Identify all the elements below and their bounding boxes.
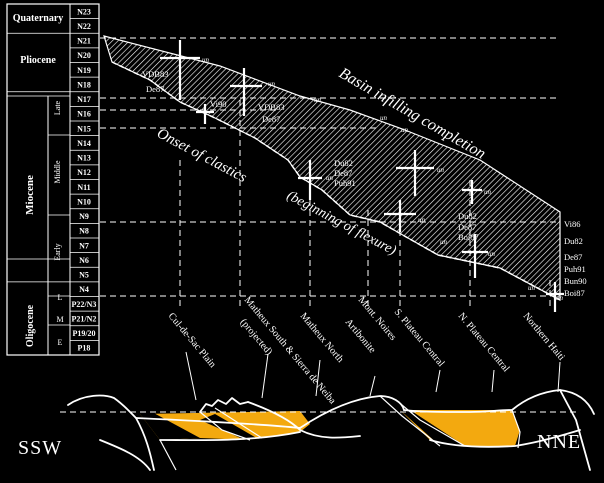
location-cul-de-sac: Cul-de-Sac Plain [166,311,218,370]
range-mark: un [380,114,388,122]
zone-label: N12 [77,168,91,177]
range-mark: un [484,188,492,196]
well-lines [179,100,551,310]
range-mark: un [268,80,276,88]
zone-label: N18 [77,80,91,89]
zone-label: N11 [77,183,90,192]
zone-label: P22/N3 [72,300,97,309]
zone-label: N22 [77,22,91,31]
zone-label: N20 [77,51,91,60]
zone-label: N8 [79,227,89,236]
direction-nne: NNE [537,431,581,453]
epoch-miocene: Miocene [24,175,36,215]
sub-epoch-ol-e: E [58,338,63,347]
range-mark: un [326,174,334,182]
zone-label: N7 [79,241,89,250]
range-marks: un un un un un un un un un un un un un [202,56,564,302]
ref-bun90: Bun90 [564,276,587,286]
ref-de87: De87 [334,168,352,178]
zone-label: N19 [77,66,91,75]
range-mark: un [437,166,445,174]
location-artibonite: Artibonite [343,317,378,356]
zone-label: N17 [77,95,91,104]
strat-column: N23N22N21N20N19N18N17N16N15N14N13N12N11N… [6,3,100,356]
range-mark: un [488,250,496,258]
range-mark: un [202,56,210,64]
zone-label: P19/20 [72,329,95,338]
zone-label: N10 [77,197,91,206]
zone-label: P21/N2 [72,314,97,323]
time-lines [100,37,560,297]
range-mark: un [418,216,426,224]
ref-vi86: Vi86 [564,219,581,229]
location-s-plateau: S. Plateau Central [392,307,447,369]
ref-boi87: Boi87 [458,232,479,242]
hatched-band [103,35,561,301]
epoch-pliocene: Pliocene [20,55,56,66]
pointer-lines [185,351,561,401]
ref-de87: De87 [564,252,582,262]
ref-vdb83: VDB83 [142,69,168,79]
sub-epoch-early: Early [53,243,62,260]
location-northern-haiti: Northern Haiti [521,311,567,363]
sub-epoch-ol-l: L [58,293,63,302]
sub-epoch-middle: Middle [53,160,62,184]
ref-du82: Du82 [334,158,353,168]
ref-du82: Du82 [458,211,477,221]
zone-label: N4 [79,285,89,294]
range-mark: un [528,284,536,292]
zone-label: N13 [77,154,91,163]
range-mark: un [401,126,409,134]
ref-de87: De87 [146,84,164,94]
zone-label: P18 [78,344,91,353]
range-mark: un [314,96,322,104]
location-matheux-south: Matheux South & Sierra de Neiba [242,295,338,407]
ref-boi87: Boi87 [564,288,585,298]
onset-clastics-label: Onset of clastics [154,125,249,186]
location-matheux-north: Matheux North [298,311,346,365]
references: VDB83 De87 Vi90 VDB83 De87 Du82 De87 Puh… [142,69,587,298]
ref-du82: Du82 [564,236,583,246]
zone-label: N15 [77,124,91,133]
cross-section [60,389,595,471]
ref-vdb83: VDB83 [258,102,284,112]
location-n-plateau: N. Plateau Central [456,311,512,375]
ref-de87: De87 [262,114,280,124]
ref-puh91: Puh91 [564,264,586,274]
zone-label: N23 [77,7,91,16]
ref-puh91: Puh91 [334,178,356,188]
zone-label: N21 [77,37,91,46]
sub-epoch-ol-m: M [56,315,63,324]
range-mark: un [556,294,564,302]
zone-label: N14 [77,139,91,148]
epoch-oligocene: Oligocene [25,304,36,347]
range-mark: un [440,238,448,246]
zone-label: N9 [79,212,89,221]
zone-label: N6 [79,256,89,265]
ref-de87: De87 [458,222,476,232]
ref-vi90: Vi90 [210,99,227,109]
zone-label: N16 [77,110,91,119]
direction-ssw: SSW [18,437,62,459]
location-labels: Cul-de-Sac Plain Matheux South & Sierra … [166,295,567,407]
zone-label: N5 [79,271,89,280]
sub-epoch-late: Late [53,100,62,115]
dating-crosses [160,40,564,312]
epoch-quaternary: Quaternary [13,13,64,24]
